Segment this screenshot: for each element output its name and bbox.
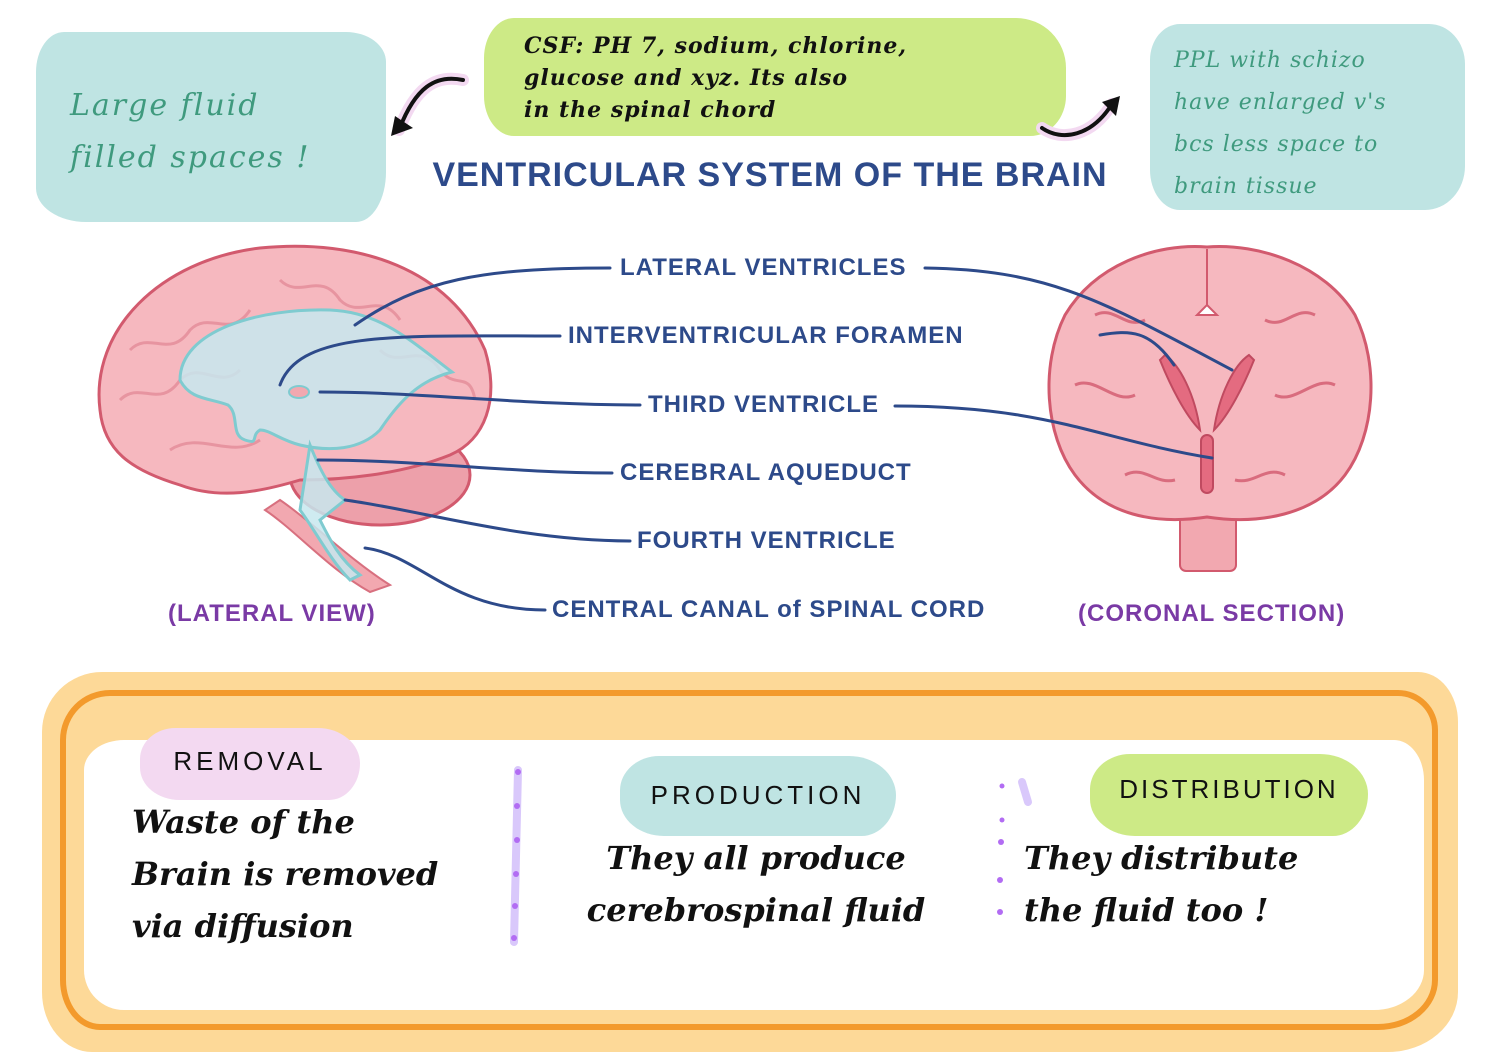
curved-arrow-left-icon — [385, 68, 485, 152]
ventricle-shape — [178, 308, 456, 582]
leader-line — [278, 334, 562, 387]
label-fourth-ventricle: FOURTH VENTRICLE — [637, 527, 896, 554]
label-third-ventricle: THIRD VENTRICLE — [648, 391, 879, 418]
badge-removal: REMOVAL — [140, 728, 360, 800]
note-blob-teal — [1150, 24, 1465, 210]
coronal-brain-illustration — [1035, 235, 1385, 579]
leader-line — [353, 266, 612, 327]
third-ventricle-shape — [1200, 434, 1214, 494]
leader-line — [363, 546, 547, 612]
heading-distribution: DISTRIBUTION — [1119, 774, 1339, 804]
note-middle-text: CSF: PH 7, sodium, chlorine, glucose and… — [524, 33, 908, 123]
badge-bg — [140, 728, 360, 800]
body-removal: Waste of the Brain is removed via diffus… — [132, 803, 439, 945]
leader-line — [343, 498, 632, 543]
leader-line — [923, 266, 1234, 372]
note-csf-composition: CSF: PH 7, sodium, chlorine, glucose and… — [484, 18, 1066, 136]
label-lateral-ventricles: LATERAL VENTRICLES — [620, 254, 907, 281]
label-central-canal: CENTRAL CANAL of SPINAL CORD — [552, 596, 986, 623]
heading-production: PRODUCTION — [650, 780, 866, 810]
frame-orange-outline — [60, 690, 1438, 1030]
leader-line — [316, 458, 614, 475]
badge-bg — [620, 756, 896, 836]
label-coronal-section: (CORONAL SECTION) — [1078, 600, 1346, 627]
label-cerebral-aqueduct: CEREBRAL AQUEDUCT — [620, 459, 912, 486]
leader-line — [893, 404, 1214, 460]
body-distribution: They distribute the fluid too ! — [1024, 839, 1299, 929]
lateral-ventricles-shape — [1158, 353, 1256, 433]
label-interventricular-foramen: INTERVENTRICULAR FORAMEN — [568, 322, 964, 349]
heading-removal: REMOVAL — [173, 746, 327, 776]
note-right-text: PPL with schizo have enlarged v's bcs le… — [1174, 48, 1387, 199]
note-schizophrenia: PPL with schizo have enlarged v's bcs le… — [1150, 24, 1465, 210]
diagram-title: VENTRICULAR SYSTEM OF THE BRAIN — [432, 156, 1108, 194]
note-blob-teal — [36, 32, 386, 222]
curved-arrow-right-icon — [1032, 90, 1132, 154]
label-lateral-view: (LATERAL VIEW) — [168, 600, 376, 627]
body-production: They all produce cerebrospinal fluid — [586, 839, 926, 929]
divider-dotted-2 — [994, 776, 1034, 930]
cerebrum-section-shape — [1047, 245, 1373, 522]
note-large-fluid-spaces: Large fluid filled spaces ! — [36, 32, 386, 222]
note-left-text: Large fluid filled spaces ! — [70, 88, 311, 175]
badge-production: PRODUCTION — [620, 756, 896, 836]
summary-panel: REMOVAL Waste of the Brain is removed vi… — [40, 660, 1460, 1060]
lateral-brain-illustration — [80, 230, 510, 604]
divider-dotted-1 — [508, 766, 528, 950]
leader-line — [318, 390, 642, 407]
leader-line — [1098, 331, 1176, 367]
badge-distribution: DISTRIBUTION — [1090, 754, 1368, 836]
badge-bg — [1090, 754, 1368, 836]
note-blob-green — [484, 18, 1066, 136]
